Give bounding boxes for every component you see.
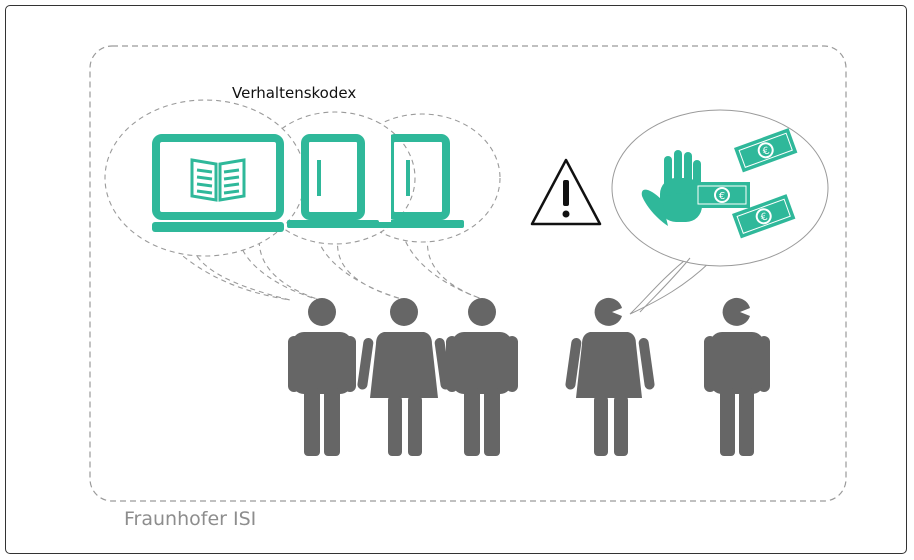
person-male-icon — [288, 298, 356, 456]
speech-bubble — [611, 109, 829, 315]
person-male-icon — [446, 298, 518, 456]
laptop-book-icon — [152, 134, 284, 232]
warning-triangle-icon — [530, 158, 602, 226]
euro-banknote-icon: € — [734, 128, 798, 173]
code-of-conduct-label: Verhaltenskodex — [232, 84, 357, 102]
euro-banknote-icon: € — [732, 194, 796, 239]
person-female-speaking-icon — [565, 297, 655, 456]
person-male-speaking-icon — [704, 297, 770, 456]
book-icon — [190, 158, 246, 202]
diagram-frame — [5, 5, 907, 554]
laptop-book-icon — [287, 134, 379, 228]
organization-boundary — [89, 45, 847, 502]
euro-symbol: € — [719, 191, 725, 202]
credit-label: Fraunhofer ISI — [124, 508, 257, 530]
person-female-icon — [357, 298, 451, 456]
euro-symbol: € — [761, 145, 771, 158]
euro-banknote-icon: € — [694, 182, 750, 208]
euro-symbol: € — [759, 211, 769, 224]
